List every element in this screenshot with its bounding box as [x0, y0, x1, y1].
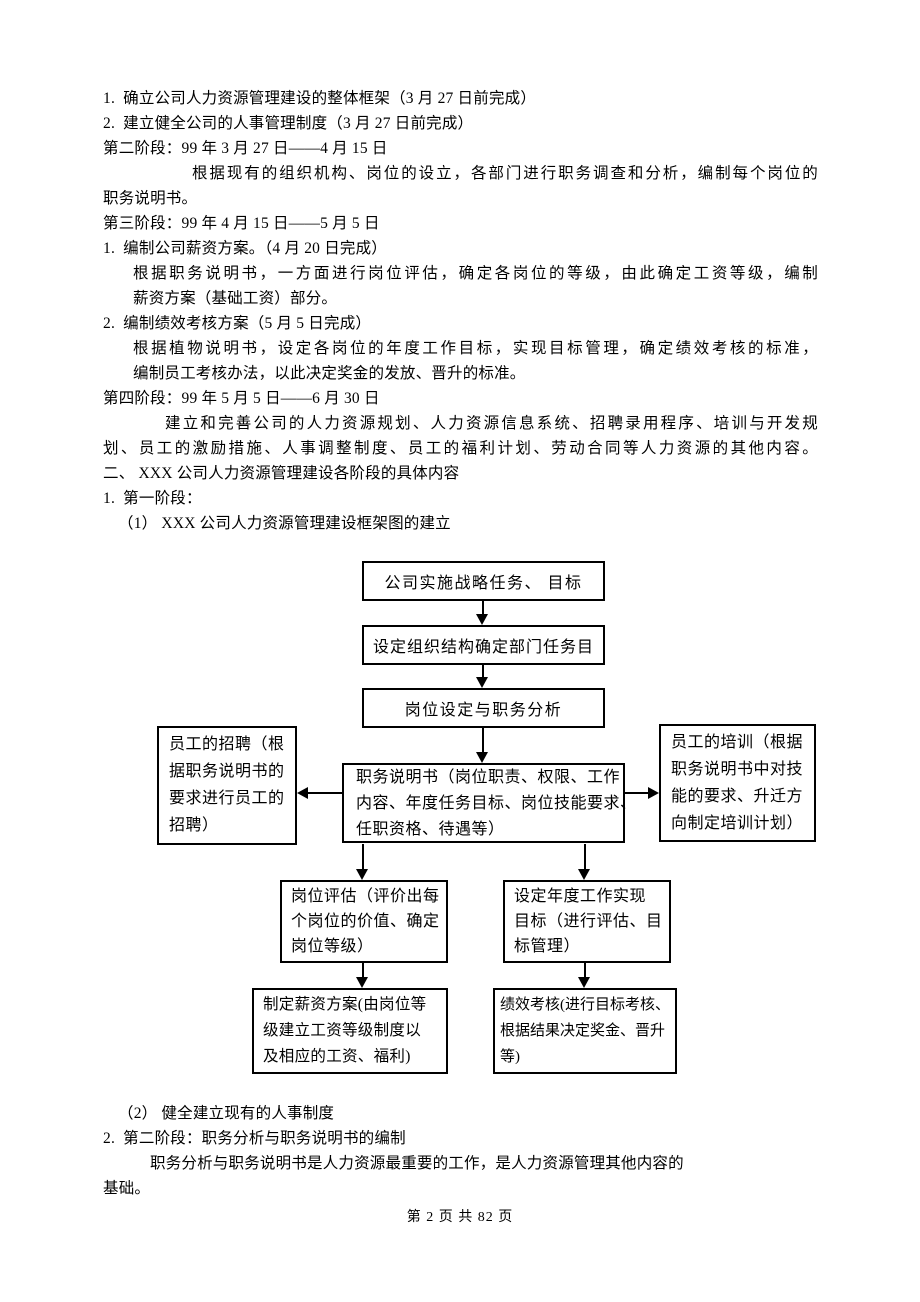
flow-box-org-structure: 设定组织结构确定部门任务目: [362, 625, 605, 665]
flow-arrow-down-2-head: [476, 677, 488, 688]
doc-line-5: 职务说明书。: [103, 190, 198, 207]
flow-arrow-left-line: [308, 792, 342, 794]
doc-line-9: 薪资方案（基础工资）部分。: [133, 290, 338, 307]
doc-line-8: 根据职务说明书，一方面进行岗位评估，确定各岗位的等级，由此确定工资等级，编制: [133, 265, 818, 282]
doc-line-3: 第二阶段：99 年 3 月 27 日——4 月 15 日: [103, 140, 388, 157]
doc-line-7: 1. 编制公司薪资方案。（4 月 20 日完成）: [103, 240, 388, 257]
flow-arrow-down-7-head: [578, 977, 590, 988]
flow-arrow-down-6: [362, 963, 364, 978]
doc-line-4: 根据现有的组织机构、岗位的设立，各部门进行职务调查和分析，编制每个岗位的: [192, 165, 818, 182]
doc-line-15: 划、员工的激励措施、人事调整制度、员工的福利计划、劳动合同等人力资源的其他内容。: [103, 440, 818, 457]
flow-arrow-right-line: [625, 792, 648, 794]
doc-bottom-line-2: 2. 第二阶段：职务分析与职务说明书的编制: [103, 1130, 406, 1147]
doc-line-1: 1. 确立公司人力资源管理建设的整体框架（3 月 27 日前完成）: [103, 90, 537, 107]
flow-arrow-left-head: [297, 787, 308, 799]
flow-arrow-down-5: [584, 844, 586, 870]
doc-line-6: 第三阶段：99 年 4 月 15 日——5 月 5 日: [103, 215, 380, 232]
flow-box-recruitment: 员工的招聘（根 据职务说明书的 要求进行员工的 招聘）: [157, 726, 297, 845]
doc-bottom-line-1: （2） 健全建立现有的人事制度: [118, 1105, 335, 1122]
page-number-footer: 第 2 页 共 82 页: [406, 1210, 514, 1225]
flow-box-strategy: 公司实施战略任务、 目标: [362, 561, 605, 601]
doc-line-18: （1） XXX 公司人力资源管理建设框架图的建立: [118, 515, 451, 532]
flow-box-performance: 绩效考核(进行目标考核、 根据结果决定奖金、晋升 等): [493, 988, 677, 1074]
doc-line-2: 2. 建立健全公司的人事管理制度（3 月 27 日前完成）: [103, 115, 474, 132]
doc-line-13: 第四阶段：99 年 5 月 5 日——6 月 30 日: [103, 390, 380, 407]
doc-line-12: 编制员工考核办法，以此决定奖金的发放、晋升的标准。: [133, 365, 526, 382]
flow-box-evaluation: 岗位评估（评价出每 个岗位的价值、确定 岗位等级）: [280, 880, 448, 963]
doc-line-14: 建立和完善公司的人力资源规划、人力资源信息系统、招聘录用程序、培训与开发规: [165, 415, 818, 432]
doc-bottom-line-4: 基础。: [103, 1180, 151, 1197]
flow-arrow-down-4-head: [356, 869, 368, 880]
flow-arrow-right-head: [648, 787, 659, 799]
doc-line-11: 根据植物说明书，设定各岗位的年度工作目标，实现目标管理，确定绩效考核的标准，: [133, 340, 818, 357]
flow-arrow-down-3: [482, 728, 484, 752]
flow-arrow-down-2: [482, 664, 484, 679]
flow-arrow-down-7: [584, 963, 586, 978]
flow-arrow-down-5-head: [578, 869, 590, 880]
flow-arrow-down-4: [362, 844, 364, 870]
doc-line-17: 1. 第一阶段：: [103, 490, 202, 507]
doc-line-16: 二、 XXX 公司人力资源管理建设各阶段的具体内容: [103, 465, 460, 482]
flow-box-training: 员工的培训（根据 职务说明书中对技 能的要求、升迁方 向制定培训计划）: [659, 724, 816, 842]
flow-arrow-down-1-head: [476, 614, 488, 625]
flow-box-annual-target: 设定年度工作实现 目标（进行评估、目 标管理）: [503, 880, 671, 963]
flow-arrow-down-3-head: [476, 752, 488, 763]
flow-arrow-down-6-head: [356, 977, 368, 988]
flow-box-job-description: 职务说明书（岗位职责、权限、工作 内容、年度任务目标、岗位技能要求、 任职资格、…: [342, 763, 636, 843]
flow-arrow-down-1: [482, 601, 484, 616]
doc-line-10: 2. 编制绩效考核方案（5 月 5 日完成）: [103, 315, 372, 332]
flow-box-job-analysis: 岗位设定与职务分析: [362, 688, 605, 728]
flow-box-salary-plan: 制定薪资方案(由岗位等 级建立工资等级制度以 及相应的工资、福利): [252, 988, 448, 1074]
doc-bottom-line-3: 职务分析与职务说明书是人力资源最重要的工作，是人力资源管理其他内容的: [150, 1155, 684, 1172]
